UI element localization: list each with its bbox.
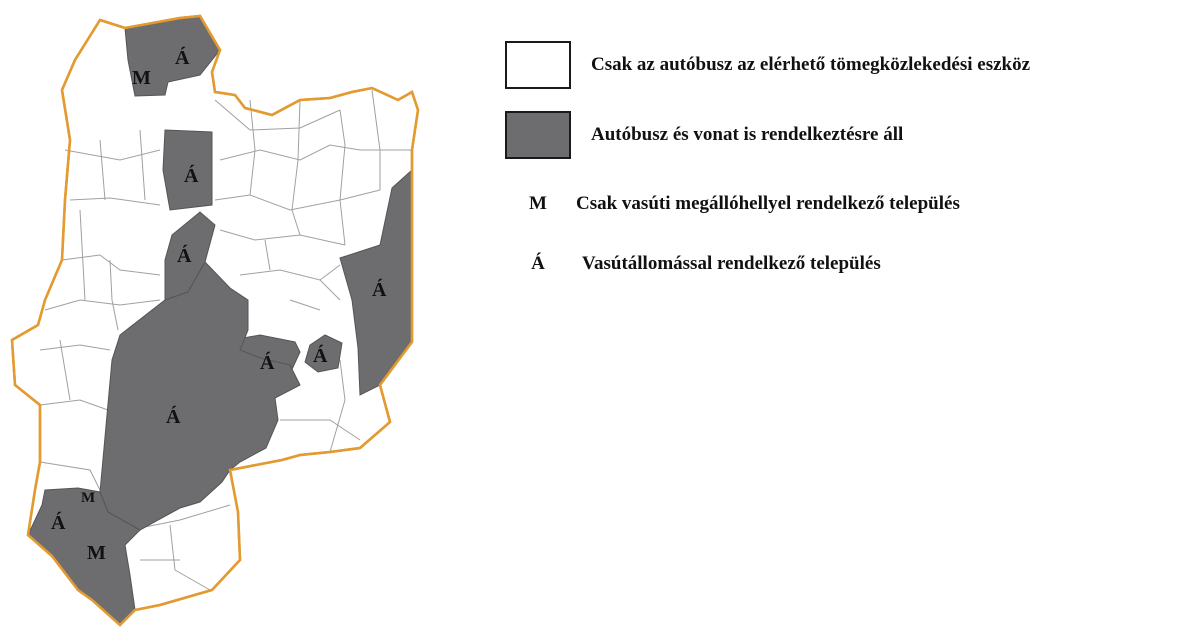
map-label-stop: M bbox=[81, 490, 95, 506]
map-label-station: Á bbox=[313, 344, 328, 367]
county-outline bbox=[10, 14, 420, 627]
region-center-east bbox=[304, 334, 343, 373]
map-label-stop: M bbox=[87, 542, 106, 564]
county-map: M Á Á Á Á Á Á Á M Á M bbox=[10, 14, 420, 627]
legend-label: Vasútállomással rendelkező település bbox=[582, 253, 881, 274]
rail-served-regions bbox=[27, 15, 413, 626]
legend-item-station: Á Vasútállomással rendelkező település bbox=[518, 253, 881, 275]
map-label-station: Á bbox=[51, 511, 66, 534]
legend-swatch-grey bbox=[505, 111, 571, 159]
legend-label: Csak az autóbusz az elérhető tömegközlek… bbox=[591, 54, 1031, 75]
legend-symbol: M bbox=[529, 193, 547, 214]
legend-label: Autóbusz és vonat is rendelkeztésre áll bbox=[591, 124, 904, 145]
legend-item-bus-only: Csak az autóbusz az elérhető tömegközlek… bbox=[505, 41, 1030, 89]
map-label-stop: M bbox=[132, 67, 151, 89]
map-label-station: Á bbox=[372, 278, 387, 301]
map-label-station: Á bbox=[177, 244, 192, 267]
map-label-station: Á bbox=[166, 405, 181, 428]
map-label-station: Á bbox=[184, 164, 199, 187]
municipality-borders bbox=[39, 89, 412, 591]
legend-item-bus-and-train: Autóbusz és vonat is rendelkeztésre áll bbox=[505, 111, 903, 159]
legend-swatch-white bbox=[505, 41, 571, 89]
region-upper bbox=[162, 129, 213, 211]
map-label-station: Á bbox=[175, 46, 190, 69]
legend-symbol: Á bbox=[531, 253, 545, 274]
map-label-station: Á bbox=[260, 351, 275, 374]
legend-item-stop: M Csak vasúti megállóhellyel rendelkező … bbox=[518, 193, 960, 215]
legend-label: Csak vasúti megállóhellyel rendelkező te… bbox=[576, 193, 960, 214]
